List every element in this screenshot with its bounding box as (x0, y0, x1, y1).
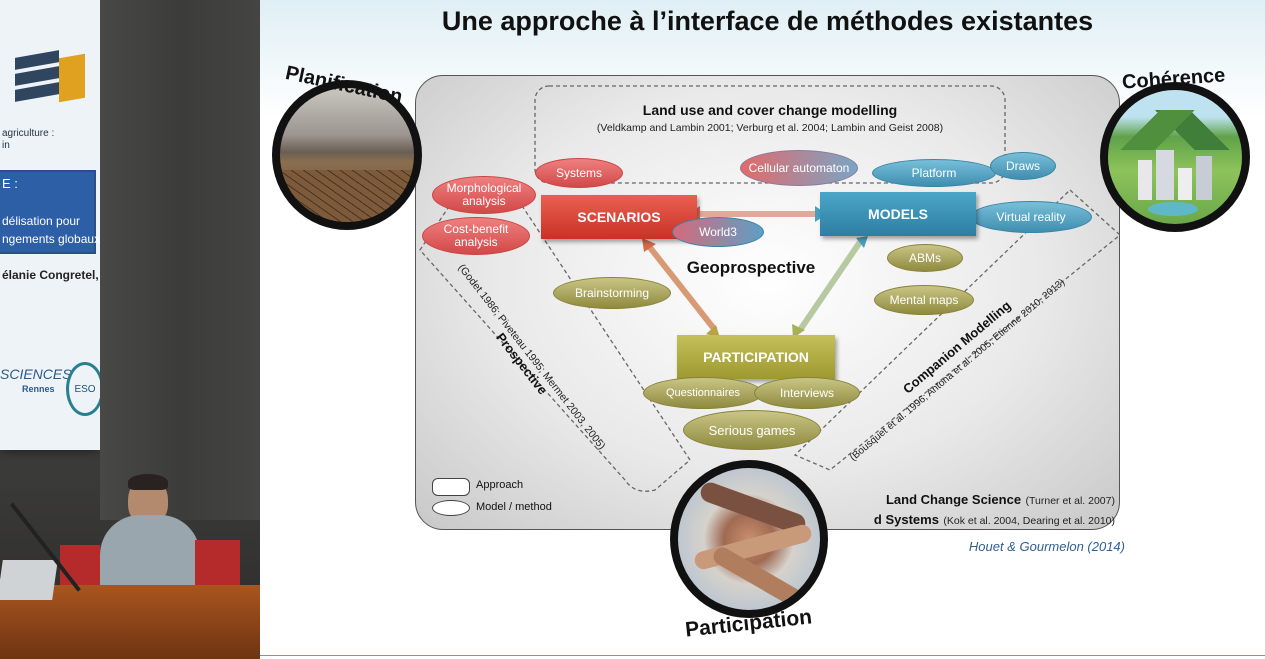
prospective-approach (419, 179, 691, 492)
red-chair-2 (195, 540, 240, 590)
arrowhead-5 (856, 236, 868, 248)
room-photo: agriculture : in E : délisation pour nge… (0, 0, 260, 659)
eso-logo: ESO (66, 362, 104, 416)
legend-model-label: Model / method (476, 501, 552, 513)
land-change-refs: (Turner et al. 2007) (1025, 495, 1116, 507)
coherence-photo (1100, 82, 1250, 232)
participation-photo (670, 460, 828, 618)
screen-text-6: élanie Congretel, (2, 268, 99, 282)
wall-panel (100, 0, 260, 520)
ellipse-interviews: Interviews (754, 377, 860, 409)
companion-approach (793, 189, 1122, 471)
box-scenarios: SCENARIOS (541, 195, 697, 239)
ellipse-platform: Platform (872, 159, 996, 187)
land-use-refs: (Veldkamp and Lambin 2001; Verburg et al… (596, 122, 944, 134)
ellipse-systems: Systems (535, 158, 623, 188)
screen-text-3: E : (2, 176, 18, 191)
ellipse-virtual-reality: Virtual reality (970, 201, 1092, 233)
slide-title: Une approche à l’interface de méthodes e… (441, 6, 1094, 36)
ellipse-brainstorming: Brainstorming (553, 277, 671, 309)
systems-footer: d Systems (Kok et al. 2004, Dearing et a… (835, 511, 1115, 529)
screen-text-1: agriculture : (2, 128, 55, 139)
legend-model-swatch (432, 500, 470, 516)
arrow-scenarios-participation (645, 243, 718, 332)
planification-photo (272, 80, 422, 230)
slide-border (260, 655, 1265, 656)
screen-highlight-box (0, 170, 96, 254)
land-change-science: Land Change Science (Turner et al. 2007) (860, 491, 1115, 509)
projection-screen: agriculture : in E : délisation pour nge… (0, 0, 104, 450)
arrowhead-3 (642, 238, 656, 252)
laptop (0, 560, 58, 600)
arrowhead-4 (706, 325, 720, 338)
box-models: MODELS (820, 192, 976, 236)
ellipse-questionnaires: Questionnaires (643, 377, 763, 409)
arrowhead-6 (792, 324, 805, 338)
slide: Une approche à l’interface de méthodes e… (260, 0, 1265, 659)
screen-logo-block (15, 50, 85, 112)
ellipse-draws: Draws (990, 152, 1056, 180)
legend-approach-label: Approach (476, 479, 524, 491)
screen-text-2: in (2, 140, 10, 151)
citation: Houet & Gourmelon (2014) (968, 539, 1125, 554)
ellipse-cost-benefit-analysis: Cost-benefit analysis (422, 217, 530, 255)
ellipse-morphological-analysis: Morphological analysis (432, 176, 536, 214)
sciences-logo: SCIENCES (0, 366, 72, 382)
land-use-approach (534, 85, 1006, 184)
screen-text-4: délisation pour (2, 214, 81, 228)
systems-refs: (Kok et al. 2004, Dearing et al. 2010) (943, 515, 1115, 527)
screen-text-5: ngements globaux (2, 232, 101, 246)
systems-title: d Systems (873, 512, 939, 527)
rennes-logo-text: Rennes (22, 384, 55, 394)
ellipse-cellular-automaton: Cellular automaton (740, 150, 858, 186)
ellipse-abms: ABMs (887, 244, 963, 272)
legend-approach-swatch (432, 478, 470, 496)
box-participation: PARTICIPATION (677, 335, 835, 379)
land-use-title: Land use and cover change modelling (642, 102, 898, 118)
land-change-title: Land Change Science (885, 492, 1022, 507)
ellipse-serious-games: Serious games (683, 410, 821, 450)
ellipse-mental-maps: Mental maps (874, 285, 974, 315)
ellipse-world3: World3 (672, 217, 764, 247)
geoprospective-label: Geoprospective (686, 258, 816, 277)
arrow-models-participation (797, 240, 863, 332)
speaker-hair (128, 474, 168, 490)
